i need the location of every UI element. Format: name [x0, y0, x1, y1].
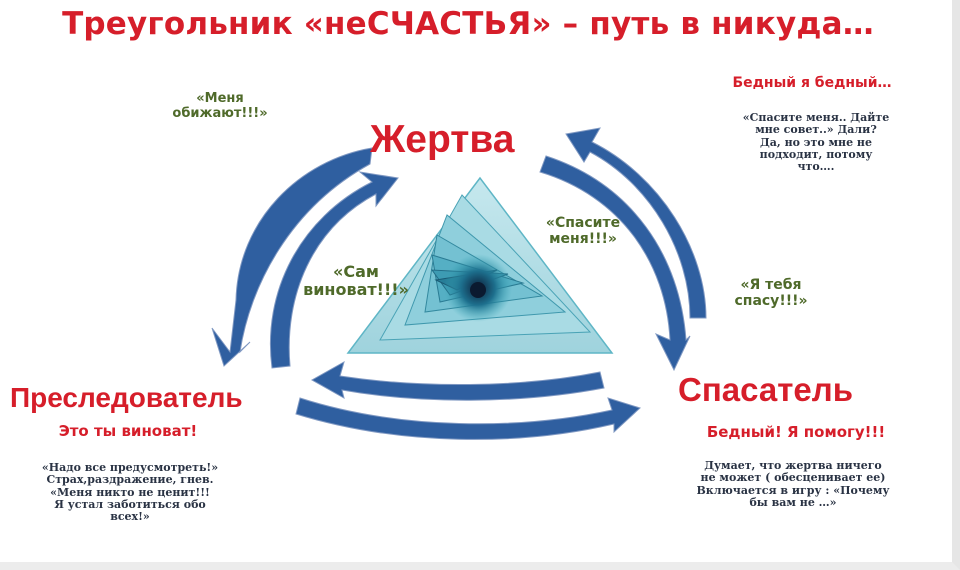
victim-note-line: «Спасите меня.. Дайте — [742, 111, 890, 124]
quote-line: «Сам — [333, 262, 379, 281]
arrow-victim-to-persecutor — [211, 147, 373, 367]
quote-line: виноват!!!» — [303, 279, 409, 299]
quote-offended: «Меня обижают!!!» — [140, 91, 300, 121]
persecutor-note-line: Я устал заботиться обо — [54, 497, 206, 511]
arrow-rescuer-to-persecutor — [310, 360, 605, 401]
arrow-victim-to-rescuer — [539, 155, 691, 372]
quote-will-save: «Я тебя спасу!!!» — [706, 277, 836, 309]
spiral-triangle — [346, 176, 614, 354]
quote-save-me: «Спасите меня!!!» — [518, 215, 648, 247]
persecutor-note-line: «Надо все предусмотреть!» — [41, 461, 219, 474]
rescuer-note-line: не может ( обесценивает ее) — [700, 471, 886, 485]
victim-notes: «Спасите меня.. Дайте мне совет..» Дали?… — [700, 111, 932, 174]
quote-line: «Я тебя — [740, 277, 802, 293]
persecutor-note-line: Страх,раздражение, гнев. — [46, 473, 214, 487]
persecutor-role-label: Преследователь — [10, 382, 243, 413]
arrow-rescuer-to-victim — [565, 127, 707, 319]
persecutor-note-line: всех!» — [110, 510, 150, 524]
persecutor-header: Это ты виноват! — [58, 422, 198, 440]
persecutor-note-line: «Меня никто не ценит!!! — [50, 485, 210, 499]
victim-header: Бедный я бедный… — [732, 75, 892, 91]
quote-line: «Спасите — [545, 215, 621, 231]
victim-role-label: Жертва — [370, 118, 515, 161]
quote-self-blame: «Сам виноват!!!» — [276, 263, 436, 299]
arrow-persecutor-to-rescuer — [295, 397, 641, 440]
diagram-title: Треугольник «неСЧАСТЬЯ» – путь в никуда… — [62, 6, 874, 42]
quote-line: обижают!!!» — [172, 105, 268, 121]
rescuer-notes: Думает, что жертва ничего не может ( обе… — [664, 459, 922, 509]
quote-line: «Меня — [196, 91, 244, 106]
rescuer-note-line: Думает, что жертва ничего — [704, 459, 882, 472]
rescuer-role-label: Спасатель — [678, 371, 853, 408]
arrow-persecutor-to-victim — [269, 171, 399, 369]
persecutor-notes: «Надо все предусмотреть!» Страх,раздраже… — [10, 461, 250, 524]
quote-line: меня!!!» — [549, 230, 617, 247]
quote-line: спасу!!!» — [734, 292, 808, 309]
cycle-arrows — [211, 127, 707, 440]
rescuer-note-line: Включается в игру : «Почему — [696, 483, 890, 497]
rescuer-header: Бедный! Я помогу!!! — [706, 423, 886, 441]
rescuer-note-line: бы вам не …» — [749, 495, 837, 509]
victim-note-line: Да, но это мне не — [760, 135, 872, 149]
victim-note-line: мне совет..» Дали? — [755, 123, 877, 137]
victim-note-line: подходит, потому — [759, 147, 873, 161]
victim-note-line: что…. — [797, 160, 835, 174]
